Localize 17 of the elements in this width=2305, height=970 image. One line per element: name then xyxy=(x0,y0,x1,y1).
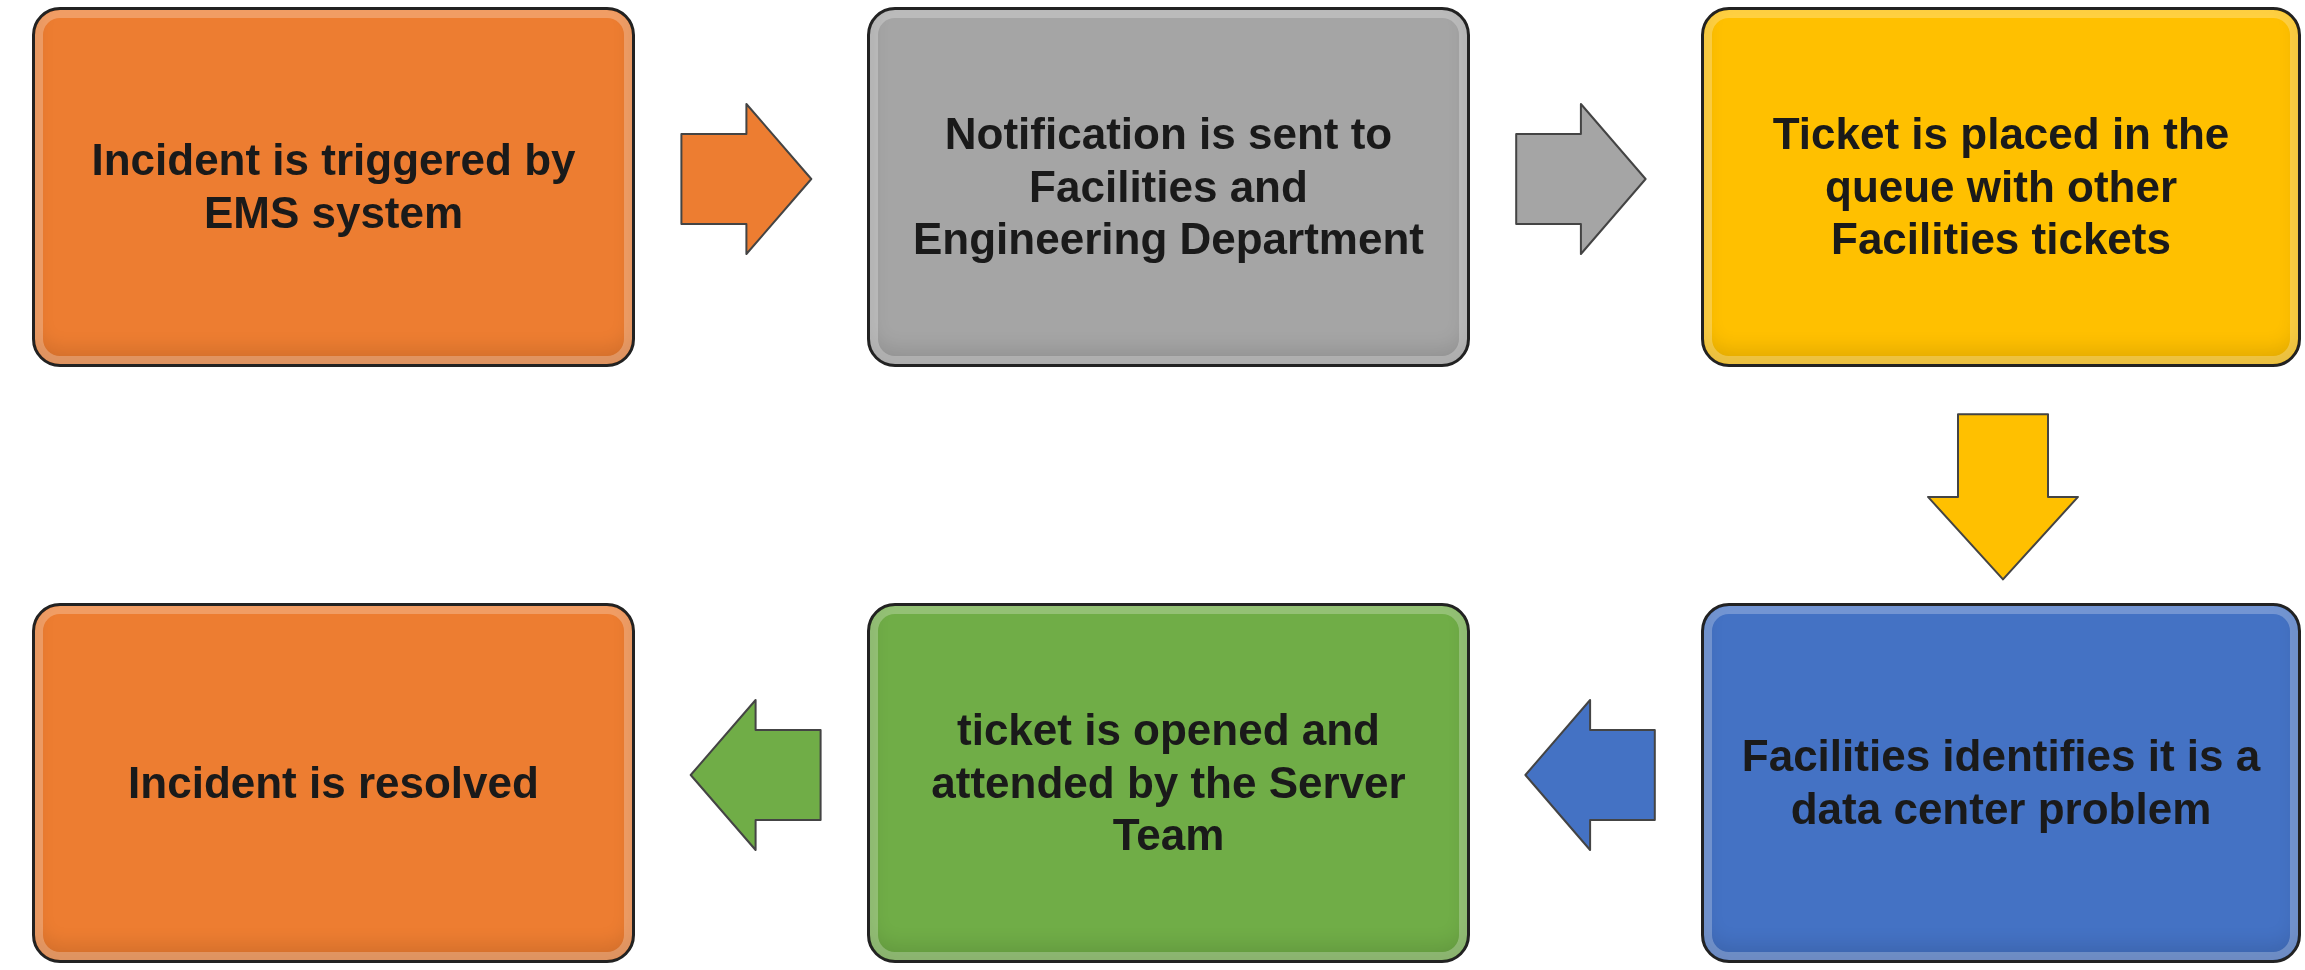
process-box xyxy=(1701,603,2301,963)
block-arrow xyxy=(1515,103,1647,255)
block-arrow xyxy=(1927,413,2079,581)
step-text: Notification is sent to Facilities and Engineering Department xyxy=(912,107,1425,266)
process-box xyxy=(32,603,635,963)
block-arrow xyxy=(689,699,822,851)
step-text: Incident is resolved xyxy=(128,756,539,809)
process-box xyxy=(32,7,635,367)
step-text: ticket is opened and attended by the Server Team xyxy=(930,703,1407,862)
step-text: Incident is triggered by EMS system xyxy=(90,134,577,239)
step-text: Ticket is placed in the queue with other Facilities tickets xyxy=(1771,107,2231,266)
process-box xyxy=(867,7,1470,367)
block-arrow xyxy=(1524,699,1656,851)
process-box xyxy=(867,603,1470,963)
step-text: Facilities identifies it is a data center problem xyxy=(1740,730,2262,835)
block-arrow xyxy=(680,103,813,255)
process-box xyxy=(1701,7,2301,367)
